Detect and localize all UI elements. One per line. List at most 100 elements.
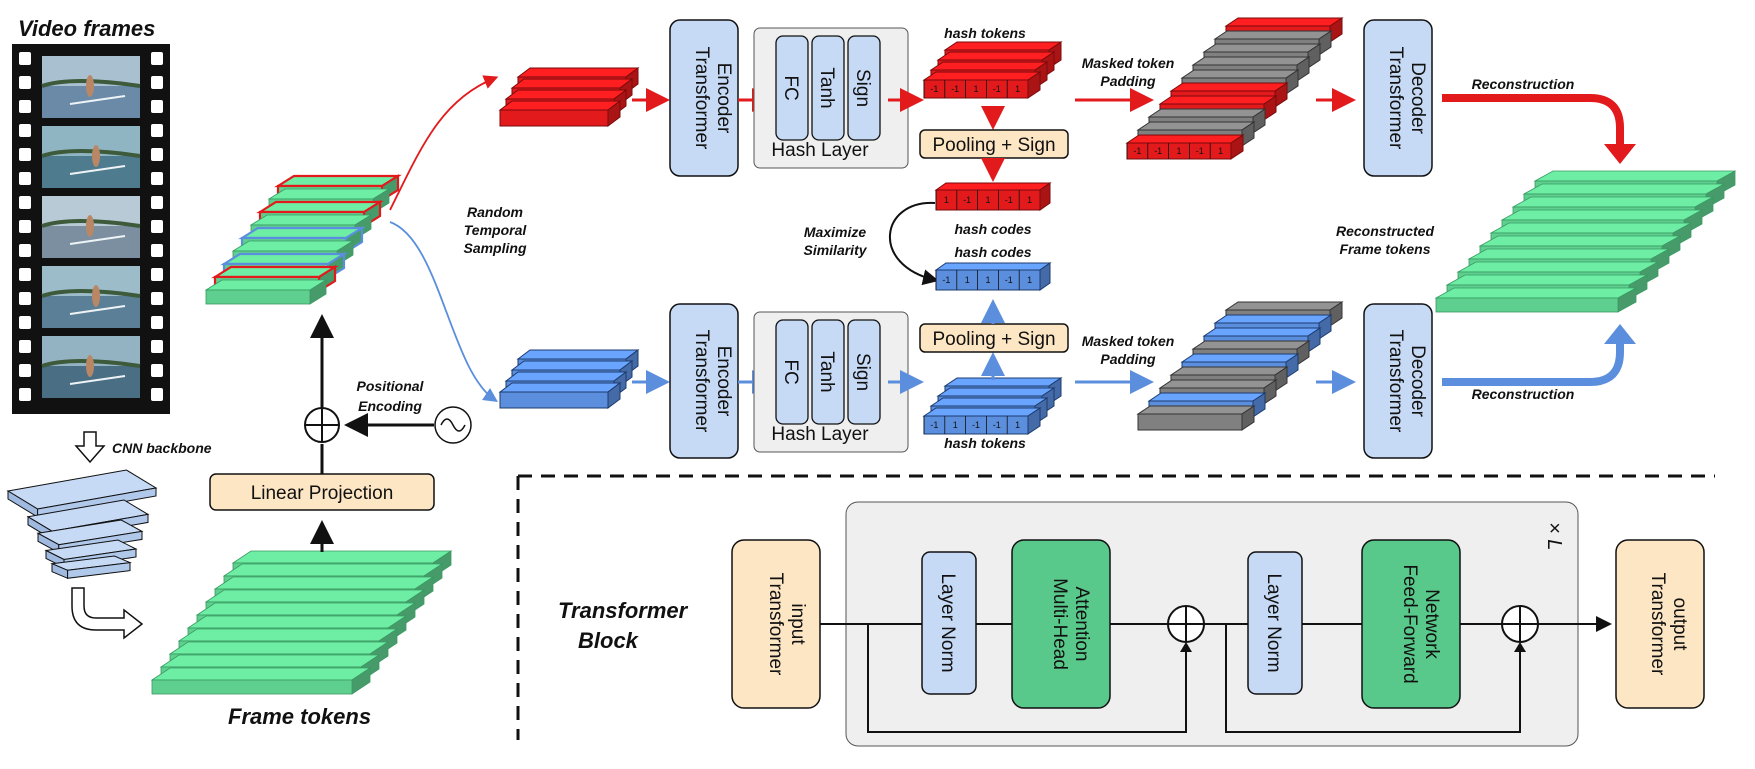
mha-label-1: Multi-Head: [1049, 578, 1070, 670]
video-frame: [41, 266, 141, 328]
hash-fc-box: [775, 319, 809, 425]
hash-tokens-top-label: hash tokens: [944, 25, 1026, 41]
masked-top-label-2: Padding: [1100, 73, 1156, 89]
token-value: -1: [1005, 275, 1013, 285]
token-value: -1: [930, 420, 938, 430]
video-frame: [41, 336, 141, 398]
transformer-output-box: [1615, 539, 1705, 709]
hash-code-red: 1 -1 1 -1 1: [934, 182, 1052, 211]
hash-fc-label: FC: [780, 359, 801, 384]
reconstruction-bottom-label: Reconstruction: [1472, 386, 1575, 402]
similarity-curve: [889, 201, 939, 286]
token-value: -1: [1005, 195, 1013, 205]
encoder-top-label-1: Transformer: [691, 47, 712, 150]
hash-tanh-label: Tanh: [816, 67, 837, 108]
sample-curve-red: [389, 75, 499, 211]
token-value: 1: [985, 195, 990, 205]
positional-label-2: Encoding: [358, 398, 422, 414]
ffn-label-1: Feed-Forward: [1399, 564, 1420, 683]
cnn-backbone-label: CNN backbone: [112, 440, 212, 456]
hash-layer-bottom-label: Hash Layer: [771, 424, 869, 445]
masked-bottom-label-1: Masked token: [1082, 333, 1175, 349]
random-label-1: Random: [467, 204, 523, 220]
masked-top-label-1: Masked token: [1082, 55, 1175, 71]
decoder-bottom-label-1: Transformer: [1385, 330, 1406, 433]
token-value: -1: [1154, 146, 1162, 156]
block-flow-lines: [820, 616, 1612, 733]
token-value: 1: [1218, 146, 1223, 156]
hash-fc-box: [775, 35, 809, 141]
token-value: -1: [942, 275, 950, 285]
decoder-top-label-2: Decoder: [1407, 62, 1428, 134]
hook-arrow-icon: [71, 587, 144, 640]
sampled-token: [204, 279, 328, 305]
token-value: 1: [965, 275, 970, 285]
hash-sign-label: Sign: [852, 353, 873, 391]
encoder-top-label-2: Encoder: [713, 63, 734, 134]
hash-codes-red: 1 -1 1 -1 1: [934, 182, 1052, 211]
reconstructed-tokens-stack: [1434, 170, 1737, 313]
token-value: 1: [944, 195, 949, 205]
token-value: 1: [1027, 195, 1032, 205]
mha-label-2: Attention: [1071, 587, 1092, 662]
hash-fc-label: FC: [780, 75, 801, 100]
pooling-sign-top-label: Pooling + Sign: [932, 135, 1055, 156]
pooling-sign-bottom-label: Pooling + Sign: [932, 329, 1055, 350]
frame-token: [150, 667, 372, 695]
ffn-label-2: Network: [1421, 589, 1442, 659]
cnn-feature-stack: [6, 469, 158, 580]
token-value: -1: [993, 420, 1001, 430]
masked-blue-stack: [1136, 301, 1344, 431]
hash-tanh-box: [811, 35, 845, 141]
token-value: -1: [963, 195, 971, 205]
hash-sign-label: Sign: [852, 69, 873, 107]
encoder-bottom-label-2: Encoder: [713, 346, 734, 417]
recon-label-2: Frame tokens: [1339, 241, 1430, 257]
red-input-token: [498, 100, 622, 127]
hash-sign-box: [847, 35, 881, 141]
transformer-output-label-1: Transformer: [1647, 573, 1668, 676]
token-value: -1: [972, 420, 980, 430]
hash-tokens-bottom-label: hash tokens: [944, 435, 1026, 451]
decoder-bottom-box: [1363, 303, 1433, 459]
hash-tanh-label: Tanh: [816, 351, 837, 392]
token-value: 1: [1176, 146, 1181, 156]
hash-tanh-box: [811, 319, 845, 425]
hash-codes-top-label: hash codes: [954, 221, 1031, 237]
layer-norm-2-label: Layer Norm: [1263, 573, 1284, 672]
positional-label-1: Positional: [357, 378, 425, 394]
decoder-top-label-1: Transformer: [1385, 47, 1406, 150]
token-value: 1: [973, 84, 978, 94]
token-value: -1: [993, 84, 1001, 94]
transformer-input-label-1: Transformer: [765, 573, 786, 676]
masked-bottom-label-2: Padding: [1100, 351, 1156, 367]
similarity-label-1: Maximize: [804, 224, 866, 240]
token-value: 1: [1027, 275, 1032, 285]
token-value: -1: [1196, 146, 1204, 156]
frame-tokens-label: Frame tokens: [228, 704, 371, 729]
video-frame: [41, 196, 141, 258]
transformer-block-title-1: Transformer: [558, 598, 689, 623]
token-value: -1: [930, 84, 938, 94]
transformer-input-label-2: input: [787, 603, 808, 645]
times-l-label: × L: [1543, 522, 1565, 550]
video-frames-title: Video frames: [18, 16, 155, 41]
blue-input-stack: [498, 349, 640, 409]
hash-codes-bottom-label: hash codes: [954, 244, 1031, 260]
token-value: 1: [1015, 420, 1020, 430]
random-label-3: Sampling: [463, 240, 526, 256]
video-frame: [41, 56, 141, 118]
hash-sign-box: [847, 319, 881, 425]
token-value: 1: [1015, 84, 1020, 94]
linear-projection-label: Linear Projection: [251, 483, 394, 504]
transformer-output-label-2: output: [1669, 598, 1690, 652]
blue-input-token: [498, 382, 622, 409]
transformer-block-title-2: Block: [578, 628, 640, 653]
reconstruction-top-arrow: [1442, 94, 1624, 148]
